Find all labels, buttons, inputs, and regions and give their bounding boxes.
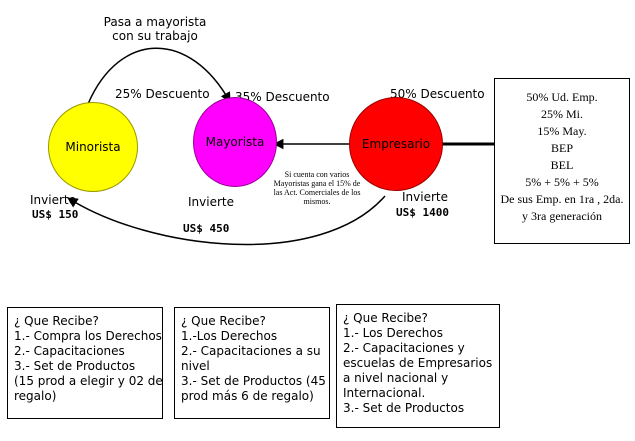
minorista-discount: 25% Descuento [115, 87, 210, 101]
box-line: prod más 6 de regalo) [181, 389, 314, 403]
side-line: 15% May. [537, 124, 587, 138]
box-line: a nivel nacional y [343, 371, 449, 385]
box-line: ¿ Que Recibe? [343, 311, 428, 325]
note-line1: Si cuenta con varios [284, 170, 350, 179]
note-line4: mismos. [303, 197, 331, 206]
empresario-invest-label: Invierte [402, 190, 448, 204]
box-line: escuelas de Empresarios [343, 356, 493, 370]
box-line: 2.- Capacitaciones a su [181, 344, 321, 358]
empresario-benefits-box: 50% Ud. Emp. 25% Mi. 15% May. BEP BEL 5%… [494, 78, 630, 244]
box-line: 2.- Capacitaciones y [343, 341, 465, 355]
promotion-label-line2: con su trabajo [112, 29, 198, 43]
mayorista-invest-label: Invierte [188, 195, 234, 209]
box-line: 1.-Los Derechos [181, 329, 278, 343]
box-line: 3.- Set de Productos (45 [181, 374, 326, 388]
node-mayorista: Mayorista [193, 97, 277, 187]
minorista-receives-box: ¿ Que Recibe? 1.- Compra los Derechos 2.… [7, 307, 163, 419]
promotion-label-line1: Pasa a mayorista [103, 15, 207, 29]
box-line: ¿ Que Recibe? [181, 314, 266, 328]
node-minorista: Minorista [48, 102, 138, 192]
side-line: 25% Mi. [541, 107, 583, 121]
box-line: ¿ Que Recibe? [14, 314, 99, 328]
arc-empresario-to-minorista [67, 195, 386, 246]
empresario-receives-box: ¿ Que Recibe? 1.- Los Derechos 2.- Capac… [336, 304, 500, 428]
node-mayorista-label: Mayorista [205, 135, 265, 149]
mayorista-note: Si cuenta con varios Mayoristas gana el … [262, 170, 372, 206]
note-line3: las Act. Comerciales de los [273, 188, 361, 197]
side-line: 50% Ud. Emp. [526, 90, 598, 104]
box-line: 1.- Los Derechos [343, 326, 443, 340]
side-line: BEL [550, 158, 574, 172]
side-line: 5% + 5% + 5% [525, 175, 599, 189]
box-line: nivel [181, 359, 210, 373]
box-line: regalo) [14, 389, 57, 403]
mayorista-receives-box: ¿ Que Recibe? 1.-Los Derechos 2.- Capaci… [174, 307, 330, 419]
node-empresario-label: Empresario [361, 137, 431, 151]
box-line: 2.- Capacitaciones [14, 344, 125, 358]
side-line: y 3ra generación [522, 209, 602, 223]
box-line: 3.- Set de Productos [14, 359, 136, 373]
mayorista-discount: 35% Descuento [235, 90, 330, 104]
box-line: 1.- Compra los Derechos [14, 329, 162, 343]
empresario-discount: 50% Descuento [390, 87, 485, 101]
minorista-invest-label: Invierte [30, 193, 76, 207]
note-line2: Mayoristas gana el 15% de [273, 179, 361, 188]
box-line: Internacional. [343, 386, 426, 400]
side-line: BEP [550, 141, 573, 155]
box-line: (15 prod a elegir y 02 de [14, 374, 163, 388]
node-minorista-label: Minorista [65, 140, 121, 154]
minorista-invest-amount: US$ 150 [32, 208, 79, 221]
side-line: De sus Emp. en 1ra , 2da. [500, 192, 624, 206]
box-line: 3.- Set de Productos [343, 401, 465, 415]
mayorista-invest-amount: US$ 450 [183, 222, 230, 235]
node-empresario: Empresario [349, 97, 443, 191]
arc-minorista-to-mayorista [87, 47, 231, 105]
promotion-label: Pasa a mayorista con su trabajo [95, 15, 215, 43]
empresario-invest-amount: US$ 1400 [396, 206, 449, 219]
